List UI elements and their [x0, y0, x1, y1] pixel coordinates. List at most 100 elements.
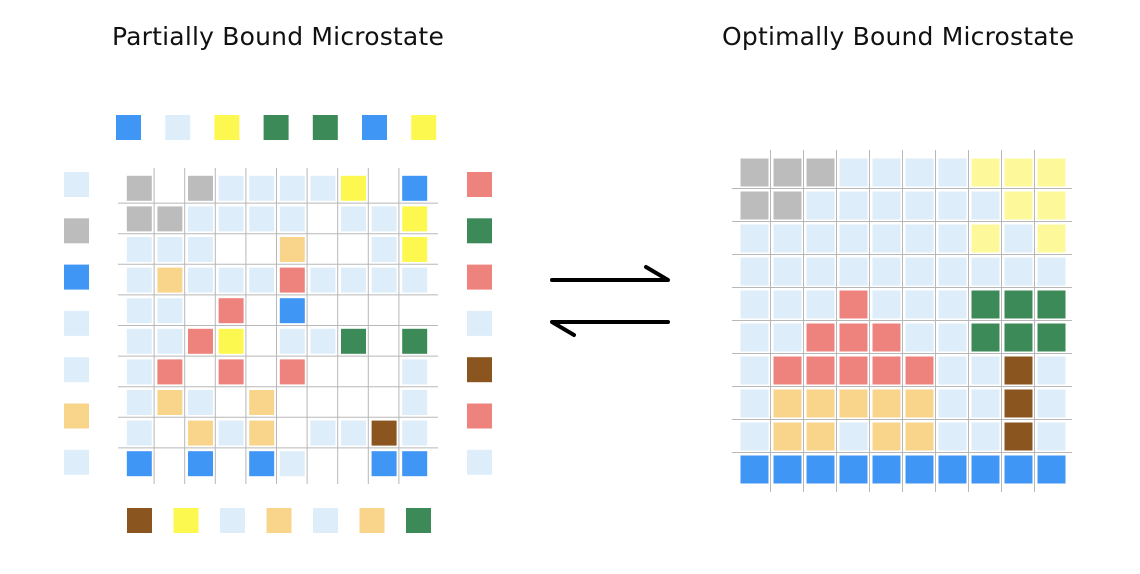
optimal-cell-orange [905, 389, 934, 418]
optimal-cell-lightblue [905, 290, 934, 319]
partial-cell-orange [188, 420, 213, 446]
partial-cell-orange [249, 390, 275, 415]
optimal-cell-green [1004, 290, 1033, 319]
partial-cell-blue [126, 451, 152, 477]
partial-cell-lightblue [126, 420, 152, 446]
partial-cell-lightblue [188, 267, 213, 293]
partial-cell-lightblue [310, 328, 336, 354]
optimal-cell-lightblue [872, 224, 901, 253]
optimal-cell-lightblue [938, 356, 967, 385]
left-reservoir-tile-lightblue [64, 357, 89, 383]
optimal-cell-lightblue [839, 422, 868, 451]
partial-cell-lightblue [279, 175, 305, 201]
partial-cell-lightblue [188, 206, 213, 232]
optimal-cell-blue [806, 455, 835, 484]
partial-cell-lightblue [371, 237, 397, 262]
partial-cell-lightblue [218, 267, 244, 293]
optimal-cell-lightblue [971, 422, 1000, 451]
optimal-cell-lightblue [1037, 257, 1066, 286]
optimal-cell-red [872, 323, 901, 352]
partial-cell-lightblue [402, 420, 428, 446]
optimal-cell-lightblue [872, 290, 901, 319]
optimal-cell-lightblue [971, 389, 1000, 418]
optimal-cell-green [1004, 323, 1033, 352]
partial-cell-lightblue [218, 175, 244, 201]
partial-cell-gray [126, 206, 152, 232]
optimal-cell-green [971, 323, 1000, 352]
optimal-cell-red [839, 323, 868, 352]
optimal-cell-red [839, 290, 868, 319]
partial-cell-lightblue [218, 420, 244, 446]
optimal-cell-paleyellow [1004, 158, 1033, 187]
partial-cell-brown [371, 420, 397, 446]
partial-cell-yellow [218, 328, 244, 354]
partial-cell-red [157, 359, 183, 385]
optimal-cell-lightblue [806, 224, 835, 253]
optimal-cell-lightblue [905, 158, 934, 187]
optimal-cell-lightblue [740, 290, 769, 319]
partial-cell-lightblue [310, 420, 336, 446]
top-reservoir-tile-green [263, 115, 289, 140]
bottom-reservoir-tile-orange [266, 508, 292, 533]
optimal-cell-lightblue [872, 257, 901, 286]
optimal-cell-blue [773, 455, 802, 484]
optimal-cell-lightblue [806, 257, 835, 286]
optimal-cell-lightblue [971, 356, 1000, 385]
partial-cell-yellow [402, 206, 428, 232]
optimal-cell-lightblue [1037, 389, 1066, 418]
partial-left-reservoir [64, 172, 89, 475]
optimal-cell-red [872, 356, 901, 385]
optimal-cell-lightblue [806, 290, 835, 319]
partial-grid-lines [118, 168, 438, 484]
optimal-cell-red [839, 356, 868, 385]
partial-cell-blue [402, 451, 428, 477]
partial-cell-lightblue [126, 267, 152, 293]
optimal-cell-lightblue [971, 191, 1000, 220]
optimal-cell-lightblue [905, 257, 934, 286]
partial-cell-lightblue [341, 267, 366, 293]
optimal-cell-lightblue [1004, 257, 1033, 286]
optimal-cell-gray [740, 158, 769, 187]
partial-cell-lightblue [126, 237, 152, 262]
reverse-arrow [550, 320, 670, 337]
optimal-cell-red [905, 356, 934, 385]
optimal-cell-blue [1004, 455, 1033, 484]
bottom-reservoir-tile-lightblue [220, 508, 245, 533]
partial-cell-lightblue [157, 237, 183, 262]
optimal-cell-lightblue [938, 257, 967, 286]
left-reservoir-tile-gray [64, 218, 89, 244]
optimal-cell-lightblue [938, 290, 967, 319]
left-reservoir-tile-blue [64, 264, 89, 290]
optimal-cell-lightblue [905, 224, 934, 253]
optimal-cell-lightblue [773, 257, 802, 286]
optimal-cell-lightblue [839, 158, 868, 187]
partial-cell-lightblue [249, 206, 275, 232]
partial-cell-orange [279, 237, 305, 262]
top-reservoir-tile-blue [362, 115, 387, 140]
optimal-cell-paleyellow [971, 224, 1000, 253]
bottom-reservoir-tile-brown [127, 508, 152, 533]
optimal-cell-lightblue [872, 191, 901, 220]
partial-cell-lightblue [310, 267, 336, 293]
partial-cell-lightblue [310, 175, 336, 201]
left-reservoir-tile-orange [64, 403, 89, 429]
partial-cell-red [218, 359, 244, 385]
partial-cell-lightblue [279, 328, 305, 354]
right-reservoir-tile-lightblue [467, 310, 492, 336]
right-reservoir-tile-green [467, 218, 492, 244]
partial-cell-orange [157, 390, 183, 415]
optimal-cell-gray [773, 191, 802, 220]
partial-microstate-title: Partially Bound Microstate [112, 22, 445, 51]
partial-cell-lightblue [126, 359, 152, 385]
partial-cell-red [218, 298, 244, 324]
bottom-reservoir-tile-orange [359, 508, 385, 533]
optimal-cell-blue [740, 455, 769, 484]
optimal-cell-orange [905, 422, 934, 451]
partial-cell-lightblue [371, 267, 397, 293]
optimal-cell-lightblue [740, 257, 769, 286]
optimal-cell-lightblue [971, 257, 1000, 286]
partial-cell-gray [126, 175, 152, 201]
partial-cell-lightblue [402, 359, 428, 385]
right-reservoir-tile-red [467, 403, 492, 429]
partial-cell-lightblue [126, 298, 152, 324]
